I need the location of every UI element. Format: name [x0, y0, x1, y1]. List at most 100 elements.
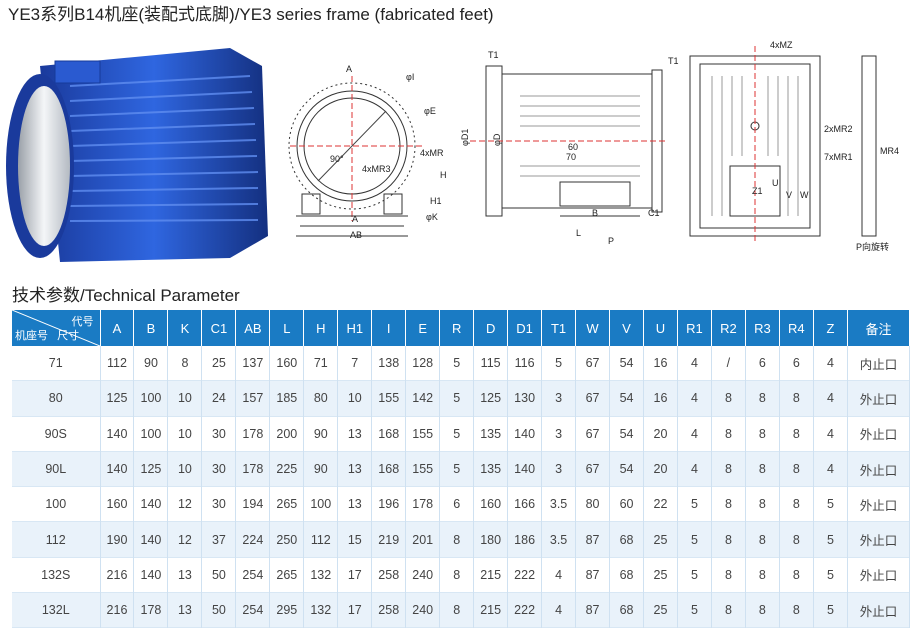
table-cell: 87	[575, 557, 611, 593]
table-cell: 68	[609, 521, 644, 558]
table-cell: 4	[541, 592, 577, 628]
table-cell: 5	[439, 451, 475, 487]
table-cell: 外止口	[847, 557, 910, 593]
table-cell: 196	[371, 486, 407, 522]
table-cell: 100	[133, 416, 169, 452]
table-cell: 4	[813, 346, 849, 381]
table-cell: 140	[100, 451, 135, 487]
table-cell: 168	[371, 416, 407, 452]
table-cell: 17	[337, 592, 373, 628]
drawing-label: V	[786, 190, 792, 200]
table-cell: 8	[167, 346, 203, 381]
table-cell: 258	[371, 592, 407, 628]
table-cell: 160	[473, 486, 509, 522]
drawing-label: T1	[668, 56, 679, 66]
column-header: 备注	[847, 310, 910, 346]
table-cell: 80	[303, 380, 339, 417]
corner-divider	[12, 310, 100, 346]
table-cell: 215	[473, 592, 509, 628]
corner-top-label: 代号	[71, 316, 94, 328]
column-header: U	[643, 310, 678, 346]
table-cell: 100	[303, 486, 339, 522]
table-cell: 225	[269, 451, 305, 487]
table-cell: 30	[201, 416, 237, 452]
table-cell: 4	[813, 451, 849, 487]
column-header: A	[100, 310, 135, 346]
table-cell: 8	[711, 416, 746, 452]
table-cell: 8	[711, 451, 746, 487]
table-cell: 6	[439, 486, 475, 522]
table-cell: 67	[575, 451, 611, 487]
table-cell: 80	[575, 486, 611, 522]
table-cell: 178	[235, 451, 271, 487]
table-cell: 90	[303, 416, 339, 452]
table-cell: 201	[405, 521, 441, 558]
table-cell: 157	[235, 380, 271, 417]
motor-frame-image	[6, 48, 268, 262]
table-cell: 8	[439, 592, 475, 628]
table-cell: 13	[337, 486, 373, 522]
table-cell: 25	[643, 557, 678, 593]
drawing-label: Z1	[752, 186, 763, 196]
front-view-drawing	[288, 76, 425, 237]
drawing-label: 2xMR2	[824, 124, 853, 134]
frame-number-cell: 100	[12, 486, 101, 522]
table-cell: 外止口	[847, 592, 910, 628]
table-cell: 142	[405, 380, 441, 417]
table-cell: 4	[813, 416, 849, 452]
table-cell: 140	[100, 416, 135, 452]
column-header: I	[371, 310, 407, 346]
table-cell: 116	[507, 346, 543, 381]
corner-bottom-label: 机座号 尺寸	[15, 330, 80, 342]
drawing-label: L	[576, 228, 581, 238]
drawing-label: 4xMR	[420, 148, 444, 158]
table-cell: 3	[541, 451, 577, 487]
table-cell: 140	[507, 416, 543, 452]
column-header: Z	[813, 310, 849, 346]
table-cell: 90	[133, 346, 169, 381]
column-header: D	[473, 310, 509, 346]
column-header: R4	[779, 310, 814, 346]
drawing-label: φD1	[460, 129, 470, 146]
table-cell: 54	[609, 346, 644, 381]
table-cell: 25	[643, 521, 678, 558]
table-cell: 87	[575, 521, 611, 558]
table-cell: 8	[745, 416, 780, 452]
table-cell: 10	[337, 380, 373, 417]
column-header: H1	[337, 310, 373, 346]
column-header: R1	[677, 310, 712, 346]
table-cell: 68	[609, 592, 644, 628]
drawing-label: T1	[488, 50, 499, 60]
table-cell: 25	[643, 592, 678, 628]
table-cell: 8	[745, 380, 780, 417]
column-header: R3	[745, 310, 780, 346]
table-cell: 5	[677, 486, 712, 522]
column-header: R	[439, 310, 475, 346]
table-cell: 190	[100, 521, 135, 558]
table-cell: 8	[779, 380, 814, 417]
table-cell: 125	[133, 451, 169, 487]
table-cell: 140	[133, 557, 169, 593]
table-cell: 155	[371, 380, 407, 417]
table-cell: 3	[541, 416, 577, 452]
frame-number-cell: 80	[12, 380, 101, 417]
table-cell: 112	[303, 521, 339, 558]
drawing-label: 90°	[330, 154, 344, 164]
table-cell: 71	[303, 346, 339, 381]
table-cell: 160	[100, 486, 135, 522]
table-cell: 254	[235, 557, 271, 593]
table-cell: 68	[609, 557, 644, 593]
table-cell: 140	[507, 451, 543, 487]
table-cell: 128	[405, 346, 441, 381]
side-view-drawing	[470, 65, 668, 217]
table-cell: 87	[575, 592, 611, 628]
table-cell: 外止口	[847, 451, 910, 487]
table-cell: 5	[813, 557, 849, 593]
table-cell: 219	[371, 521, 407, 558]
drawing-label: P	[608, 236, 614, 246]
table-cell: 8	[779, 521, 814, 558]
top-view-drawing	[689, 46, 877, 241]
